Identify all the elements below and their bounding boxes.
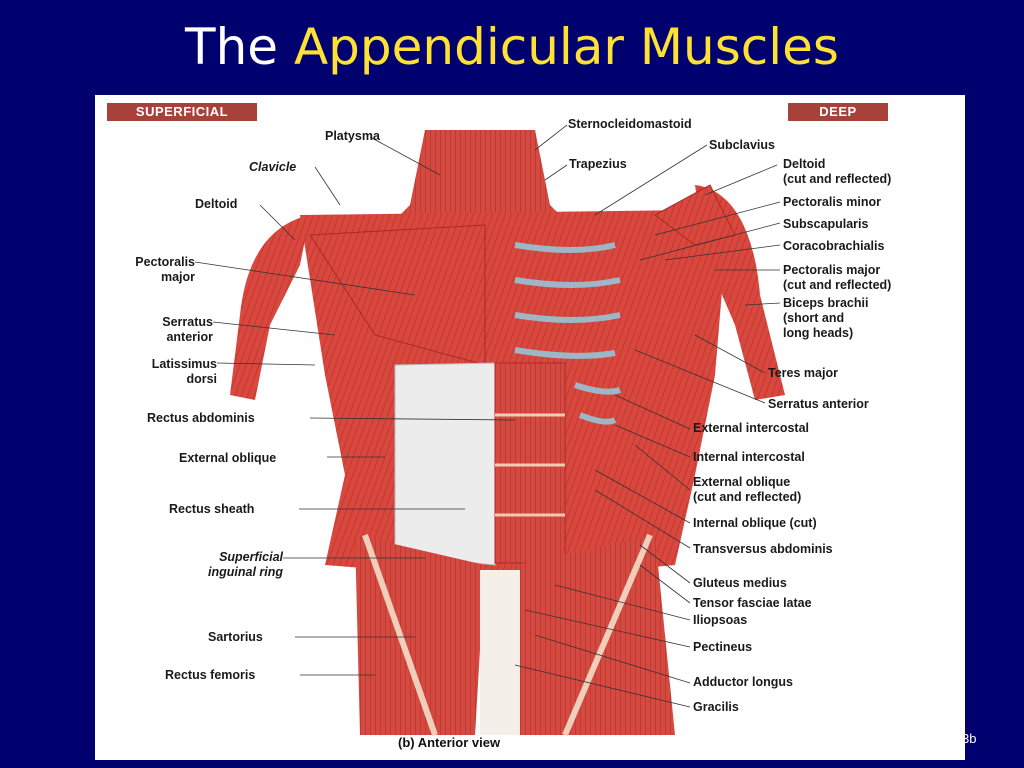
label-biceps-brachii: Biceps brachii (short and long heads) [783,296,869,340]
label-sartorius: Sartorius [208,630,263,644]
label-deltoid-cut: Deltoid (cut and reflected) [783,157,892,186]
figure-caption: (b) Anterior view [398,735,501,750]
label-latissimus-dorsi: Latissimus dorsi [151,357,217,386]
label-subclavius: Subclavius [709,138,775,152]
label-superficial-inguinal-ring: Superficial inguinal ring [208,550,283,579]
label-gluteus-medius: Gluteus medius [693,576,787,590]
slide-title: The Appendicular Muscles [0,14,1024,80]
label-trapezius: Trapezius [569,157,627,171]
muscle-illustration [194,124,785,737]
label-sternocleidomastoid: Sternocleidomastoid [568,117,692,131]
label-platysma: Platysma [325,129,380,143]
label-iliopsoas: Iliopsoas [693,613,748,627]
label-pectineus: Pectineus [693,640,753,654]
label-external-oblique: External oblique [179,451,277,465]
label-teres-major: Teres major [768,366,838,380]
neck-muscles [395,130,565,220]
label-pectoralis-major-cut: Pectoralis major (cut and reflected) [783,263,892,292]
label-adductor-longus: Adductor longus [693,675,793,689]
deep-badge: DEEP [788,103,888,121]
label-rectus-femoris: Rectus femoris [165,668,256,682]
label-pectoralis-minor: Pectoralis minor [783,195,881,209]
label-rectus-abdominis: Rectus abdominis [147,411,255,425]
ribs [514,242,621,425]
title-prefix: The [185,18,279,76]
label-gracilis: Gracilis [693,700,739,714]
label-pectoralis-major: Pectoralis major [135,255,195,284]
label-coracobrachialis: Coracobrachialis [783,239,885,253]
left-thigh [355,535,485,735]
label-subscapularis: Subscapularis [783,217,869,231]
label-serratus-anterior: Serratus anterior [162,315,213,344]
slide-number: 3b [962,731,977,746]
label-tensor-fasciae-latae: Tensor fasciae latae [693,596,812,610]
leader-lines [194,124,781,708]
label-external-intercostal: External intercostal [693,421,810,435]
left-arm [230,215,310,400]
label-rectus-sheath: Rectus sheath [169,502,255,516]
label-external-oblique-cut: External oblique (cut and reflected) [693,475,802,504]
anatomy-figure: SUPERFICIAL DEEP Platysma Clavicle Delto… [95,95,965,760]
label-internal-intercostal: Internal intercostal [693,450,805,464]
label-internal-oblique: Internal oblique (cut) [693,516,817,530]
label-transversus-abdominis: Transversus abdominis [693,542,833,556]
label-serratus-anterior-right: Serratus anterior [768,397,869,411]
label-deltoid: Deltoid [195,197,238,211]
title-highlight: Appendicular Muscles [293,18,839,76]
label-clavicle: Clavicle [249,160,297,174]
rectus-abdominis-muscle [494,362,566,564]
rectus-sheath-area [394,362,496,566]
right-thigh [515,535,675,735]
superficial-badge: SUPERFICIAL [107,103,257,121]
